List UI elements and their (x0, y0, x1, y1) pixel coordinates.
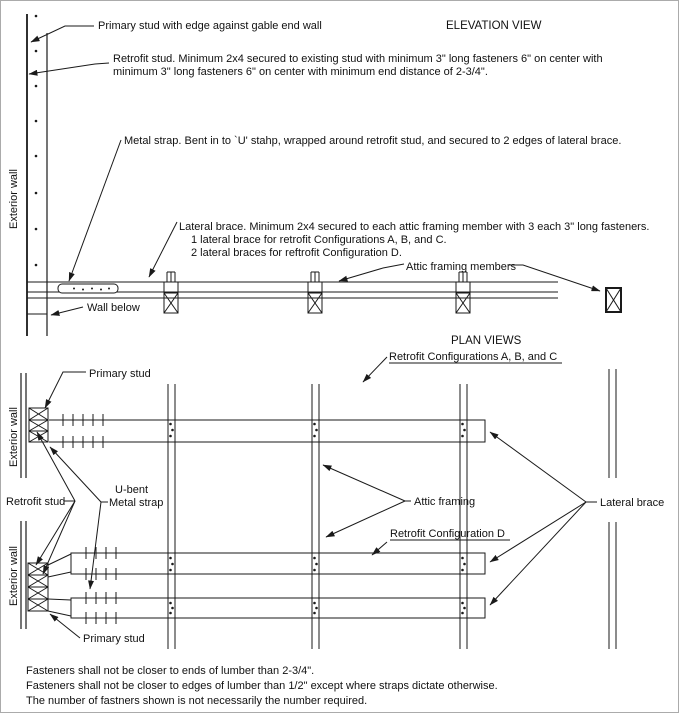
plan1-strap-ticks (62, 414, 104, 448)
label-exterior-wall-plan2: Exterior wall (8, 546, 20, 606)
label-lateral-brace-line3: 2 lateral braces for reftrofit Configura… (191, 247, 402, 259)
plan2-exterior-wall (20, 521, 27, 629)
label-lateral-brace-line1: Lateral brace. Minimum 2x4 secured to ea… (179, 221, 649, 233)
attic-framing-member (605, 287, 622, 313)
label-primary-stud-top: Primary stud (89, 368, 151, 380)
plan1-fastener-dots (169, 422, 466, 438)
label-attic-framing-members: Attic framing members (406, 261, 517, 273)
label-attic-framing: Attic framing (414, 496, 475, 508)
subtitle-config-abc: Retrofit Configurations A, B, and C (389, 351, 557, 363)
plan2-fastener-dots (169, 556, 466, 615)
plan-attic-framing-lines (167, 369, 617, 649)
label-metal-strap-plan: Metal strap (109, 497, 163, 509)
attic-framing-member (163, 271, 179, 314)
note-line-3: The number of fastners shown is not nece… (26, 695, 367, 707)
plan2-lateral-brace-2 (70, 597, 486, 619)
label-retrofit-stud-line2: minimum 3" long fasteners 6" on center w… (113, 66, 488, 78)
label-lateral-brace: Lateral brace (600, 497, 664, 509)
plan2-lateral-brace-1 (70, 552, 486, 575)
plan-views: PLAN VIEWS Retrofit Configurations A, B,… (6, 335, 664, 649)
label-primary-stud: Primary stud with edge against gable end… (98, 20, 322, 32)
label-retrofit-stud-line1: Retrofit stud. Minimum 2x4 secured to ex… (113, 53, 603, 65)
plan1-stud-boxes (28, 407, 49, 443)
elevation-title: ELEVATION VIEW (446, 20, 542, 32)
plan-view-abc (20, 373, 486, 478)
label-primary-stud-bottom: Primary stud (83, 633, 145, 645)
label-exterior-wall-elevation: Exterior wall (8, 169, 20, 229)
plan2-strap-ticks (85, 547, 117, 624)
elevation-metal-strap (57, 283, 119, 294)
note-line-2: Fasteners shall not be closer to edges o… (26, 680, 498, 692)
label-exterior-wall-plan1: Exterior wall (8, 407, 20, 467)
plan1-exterior-wall (20, 373, 27, 478)
label-metal-strap: Metal strap. Bent in to `U' stahp, wrapp… (124, 135, 621, 147)
attic-framing-member (455, 271, 471, 314)
attic-framing-member (307, 271, 323, 314)
elevation-view: ELEVATION VIEW Primary stud with edge ag… (8, 14, 649, 336)
subtitle-config-d: Retrofit Configuration D (390, 528, 505, 540)
label-wall-below: Wall below (87, 302, 140, 314)
plan1-lateral-brace (49, 419, 486, 443)
elevation-fastener-dots (34, 14, 38, 267)
elevation-leaders (28, 25, 601, 316)
label-retrofit-stud: Retrofit stud (6, 496, 65, 508)
elevation-exterior-wall (26, 14, 48, 336)
plan2-stud-boxes (27, 553, 72, 617)
label-u-bent: U-bent (115, 484, 148, 496)
label-lateral-brace-line2: 1 lateral brace for retrofit Configurati… (191, 234, 447, 246)
note-line-1: Fasteners shall not be closer to ends of… (26, 665, 314, 677)
plan-leaders (35, 356, 597, 639)
plan-title: PLAN VIEWS (451, 335, 522, 347)
notes: Fasteners shall not be closer to ends of… (26, 665, 498, 707)
